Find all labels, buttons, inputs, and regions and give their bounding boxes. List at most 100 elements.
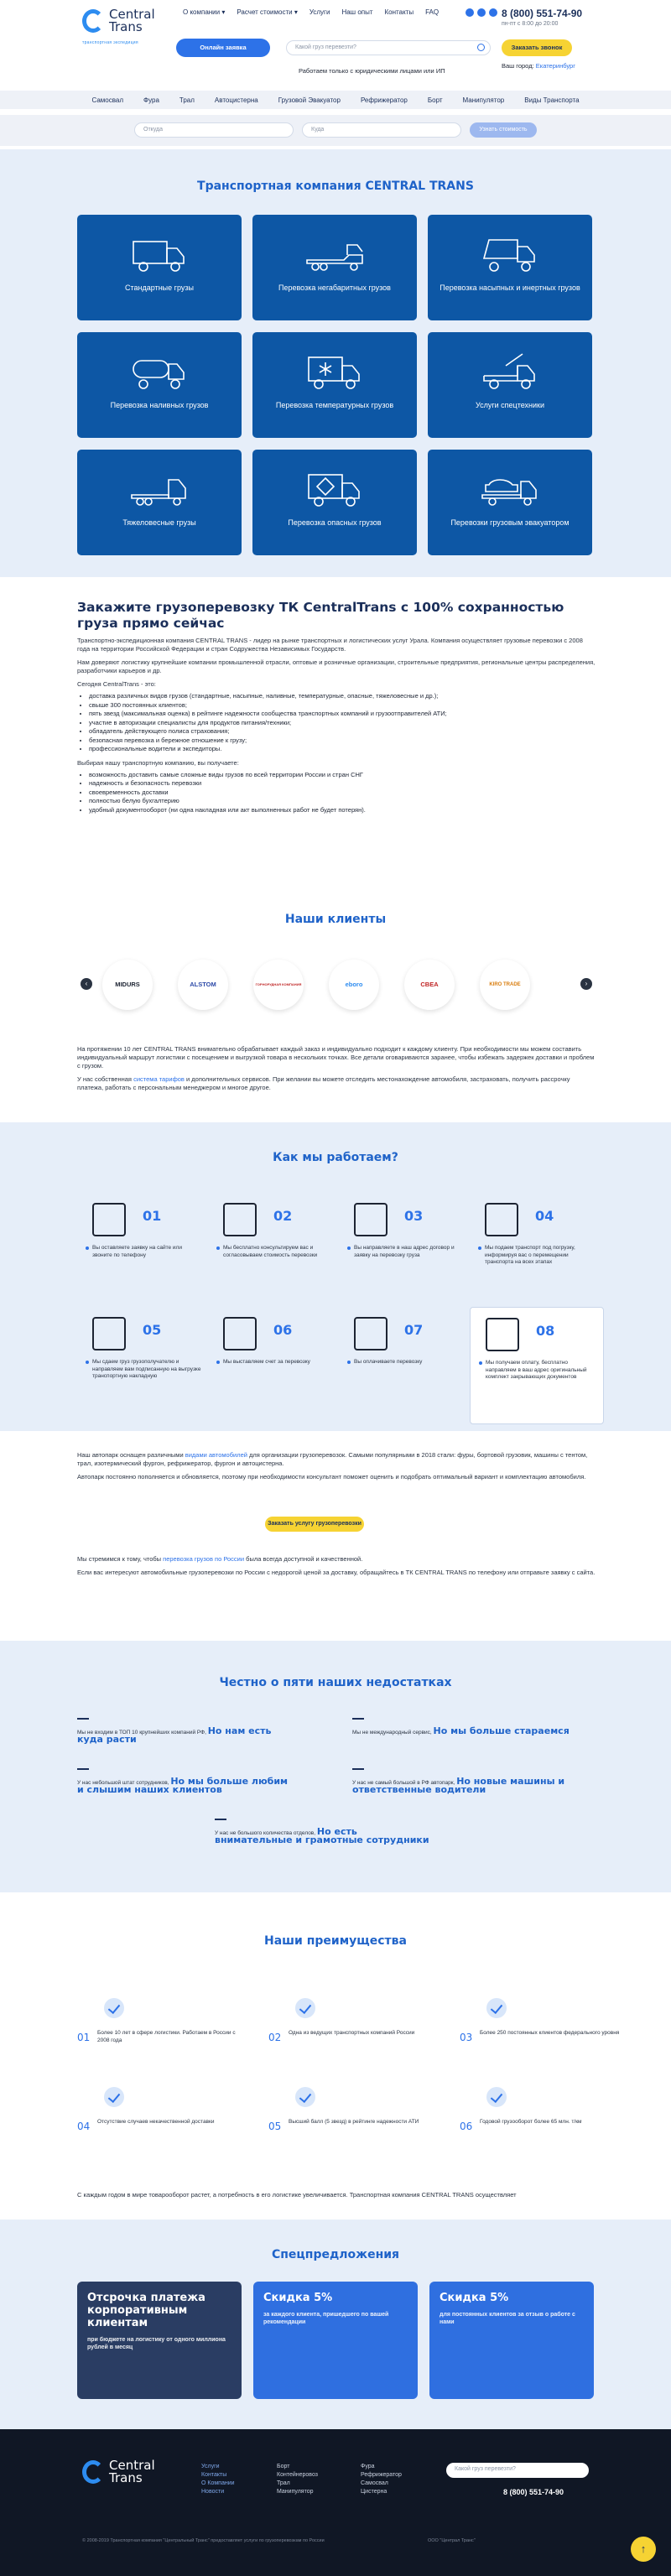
nav-faq[interactable]: FAQ	[425, 8, 440, 16]
nav-services[interactable]: Услуги	[309, 8, 330, 16]
search-icon[interactable]	[477, 44, 485, 51]
step-icon	[485, 1203, 518, 1236]
transport-nav-item[interactable]: Трал	[179, 96, 195, 104]
search-placeholder: Какой груз перевезти?	[295, 44, 356, 50]
transport-nav-item[interactable]: Фура	[143, 96, 159, 104]
crane-truck-icon	[483, 353, 535, 389]
tariffs-link[interactable]: система тарифов	[133, 1075, 185, 1083]
bullet-dot	[216, 1361, 220, 1364]
to-input[interactable]: Куда	[302, 122, 461, 138]
calculate-button[interactable]: Узнать стоимость	[470, 122, 537, 138]
footer-search-input[interactable]: Какой груз перевезти?	[446, 2463, 589, 2478]
footer-link[interactable]: О Компании	[201, 2480, 235, 2486]
footer-link[interactable]: Манипулятор	[277, 2489, 314, 2495]
offer-card[interactable]: Скидка 5% за каждого клиента, пришедшего …	[253, 2282, 418, 2399]
offer-text: при бюджете на логистику от одного милли…	[87, 2337, 226, 2350]
service-card[interactable]: Тяжеловесные грузы	[77, 450, 242, 555]
fleet-section-2: Мы стремимся к тому, чтобы перевозка гру…	[77, 1550, 597, 1577]
footer-link[interactable]: Услуги	[201, 2464, 220, 2469]
from-input[interactable]: Откуда	[134, 122, 294, 138]
header-search-input[interactable]: Какой груз перевезти?	[286, 40, 491, 55]
copyright: © 2008-2019 Транспортная компания "Центр…	[82, 2538, 325, 2543]
nav-pricing[interactable]: Расчет стоимости ▾	[237, 8, 298, 16]
offer-heading: Скидка 5%	[440, 2292, 509, 2304]
transport-nav-item[interactable]: Автоцистерна	[214, 96, 258, 104]
footer-link[interactable]: Рефрижератор	[361, 2472, 402, 2478]
online-order-button[interactable]: Онлайн заявка	[176, 39, 270, 57]
whatsapp-icon[interactable]	[477, 8, 486, 17]
nav-about[interactable]: О компании ▾	[183, 8, 226, 16]
list-item: возможность доставить самые сложные виды…	[89, 771, 597, 780]
transport-nav-item[interactable]: Грузовой Эвакуатор	[278, 96, 341, 104]
scroll-top-button[interactable]: ↑	[631, 2537, 656, 2562]
bullet-dot	[479, 1361, 482, 1365]
call-back-button[interactable]: Заказать звонок	[502, 39, 572, 56]
telegram-icon[interactable]	[466, 8, 474, 17]
service-card[interactable]: Перевозка температурных грузов	[252, 332, 417, 438]
transport-nav-item[interactable]: Самосвал	[91, 96, 124, 104]
service-card[interactable]: Перевозки грузовым эвакуатором	[428, 450, 592, 555]
service-card[interactable]: Перевозка наливных грузов	[77, 332, 242, 438]
logo-line2: Trans	[109, 19, 143, 34]
nav-experience[interactable]: Наш опыт	[341, 8, 373, 16]
text: У нас собственная	[77, 1075, 134, 1083]
advantage-text: Более 250 постоянных клиентов федерально…	[480, 2030, 620, 2036]
service-card[interactable]: Услуги спецтехники	[428, 332, 592, 438]
footer-link[interactable]: Новости	[201, 2489, 225, 2495]
viber-icon[interactable]	[489, 8, 497, 17]
offer-text: за каждого клиента, пришедшего по вашей …	[263, 2312, 389, 2325]
transport-nav-item[interactable]: Борт	[427, 96, 443, 104]
service-card[interactable]: Перевозка насыпных и инертных грузов	[428, 215, 592, 320]
transport-nav-item[interactable]: Рефрижератор	[360, 96, 408, 104]
flaw-item: Мы не международный сервис, Но мы больше…	[352, 1718, 570, 1736]
list-item: обладатель действующего полиса страхован…	[89, 727, 597, 736]
text: для организации грузоперевозок. Самыми п…	[77, 1451, 588, 1467]
footer-link[interactable]: Контакты	[201, 2472, 227, 2478]
service-card[interactable]: Перевозка опасных грузов	[252, 450, 417, 555]
next-arrow-icon[interactable]: ›	[580, 978, 592, 990]
service-label: Тяжеловесные грузы	[122, 518, 196, 527]
fleet-paragraph: Автопарк постоянно пополняется и обновля…	[77, 1473, 586, 1481]
header-phone[interactable]: 8 (800) 551-74-90	[502, 8, 583, 19]
logo-icon	[82, 2460, 104, 2484]
footer-link[interactable]: Самосвал	[361, 2480, 388, 2486]
advantages-title: Наши преимущества	[264, 1934, 407, 1948]
client-logo: MIDURS	[102, 960, 153, 1010]
bullet-dot	[347, 1361, 351, 1364]
service-card[interactable]: Перевозка негабаритных грузов	[252, 215, 417, 320]
step-text: Вы оставляете заявку на сайте или звонит…	[92, 1245, 182, 1258]
footer-link[interactable]: Цистерна	[361, 2489, 388, 2495]
city-selector[interactable]: Ваш город: Екатеринбург	[502, 62, 575, 70]
transport-nav-item[interactable]: Виды Транспорта	[524, 96, 580, 104]
offer-heading: Скидка 5%	[263, 2292, 333, 2304]
benefits-list: возможность доставить самые сложные виды…	[89, 771, 597, 815]
advantage-text: Высший балл (5 звезд) в рейтинге надежно…	[289, 2119, 419, 2125]
service-card[interactable]: Стандартные грузы	[77, 215, 242, 320]
nav-contacts[interactable]: Контакты	[384, 8, 414, 16]
city-label: Ваш город:	[502, 62, 534, 70]
footer-link[interactable]: Борт	[277, 2464, 290, 2469]
vehicle-types-link[interactable]: видами автомобилей	[185, 1451, 247, 1459]
social-links	[466, 8, 497, 17]
client-logo: eboro	[329, 960, 379, 1010]
flaw-item: У нас не большого количества отделов, Но…	[215, 1819, 433, 1845]
city-value[interactable]: Екатеринбург	[535, 62, 575, 70]
transport-nav-item[interactable]: Манипулятор	[462, 96, 505, 104]
service-label: Перевозка насыпных и инертных грузов	[440, 284, 580, 292]
order-service-button[interactable]: Заказать услугу грузоперевозки	[265, 1517, 364, 1532]
legal-name: ООО "Централ Транс"	[428, 2538, 476, 2543]
prev-arrow-icon[interactable]: ‹	[81, 978, 92, 990]
russia-cargo-link[interactable]: перевозка грузов по России	[163, 1555, 245, 1563]
footer-phone[interactable]: 8 (800) 551-74-90	[503, 2488, 564, 2496]
offer-card[interactable]: Скидка 5%для постоянных клиентов за отзы…	[429, 2282, 594, 2399]
step-number: 03	[404, 1208, 424, 1224]
footer-link[interactable]: Контейнеровоз	[277, 2472, 318, 2478]
footer-link[interactable]: Фура	[361, 2464, 375, 2469]
footer-link[interactable]: Трал	[277, 2480, 290, 2486]
